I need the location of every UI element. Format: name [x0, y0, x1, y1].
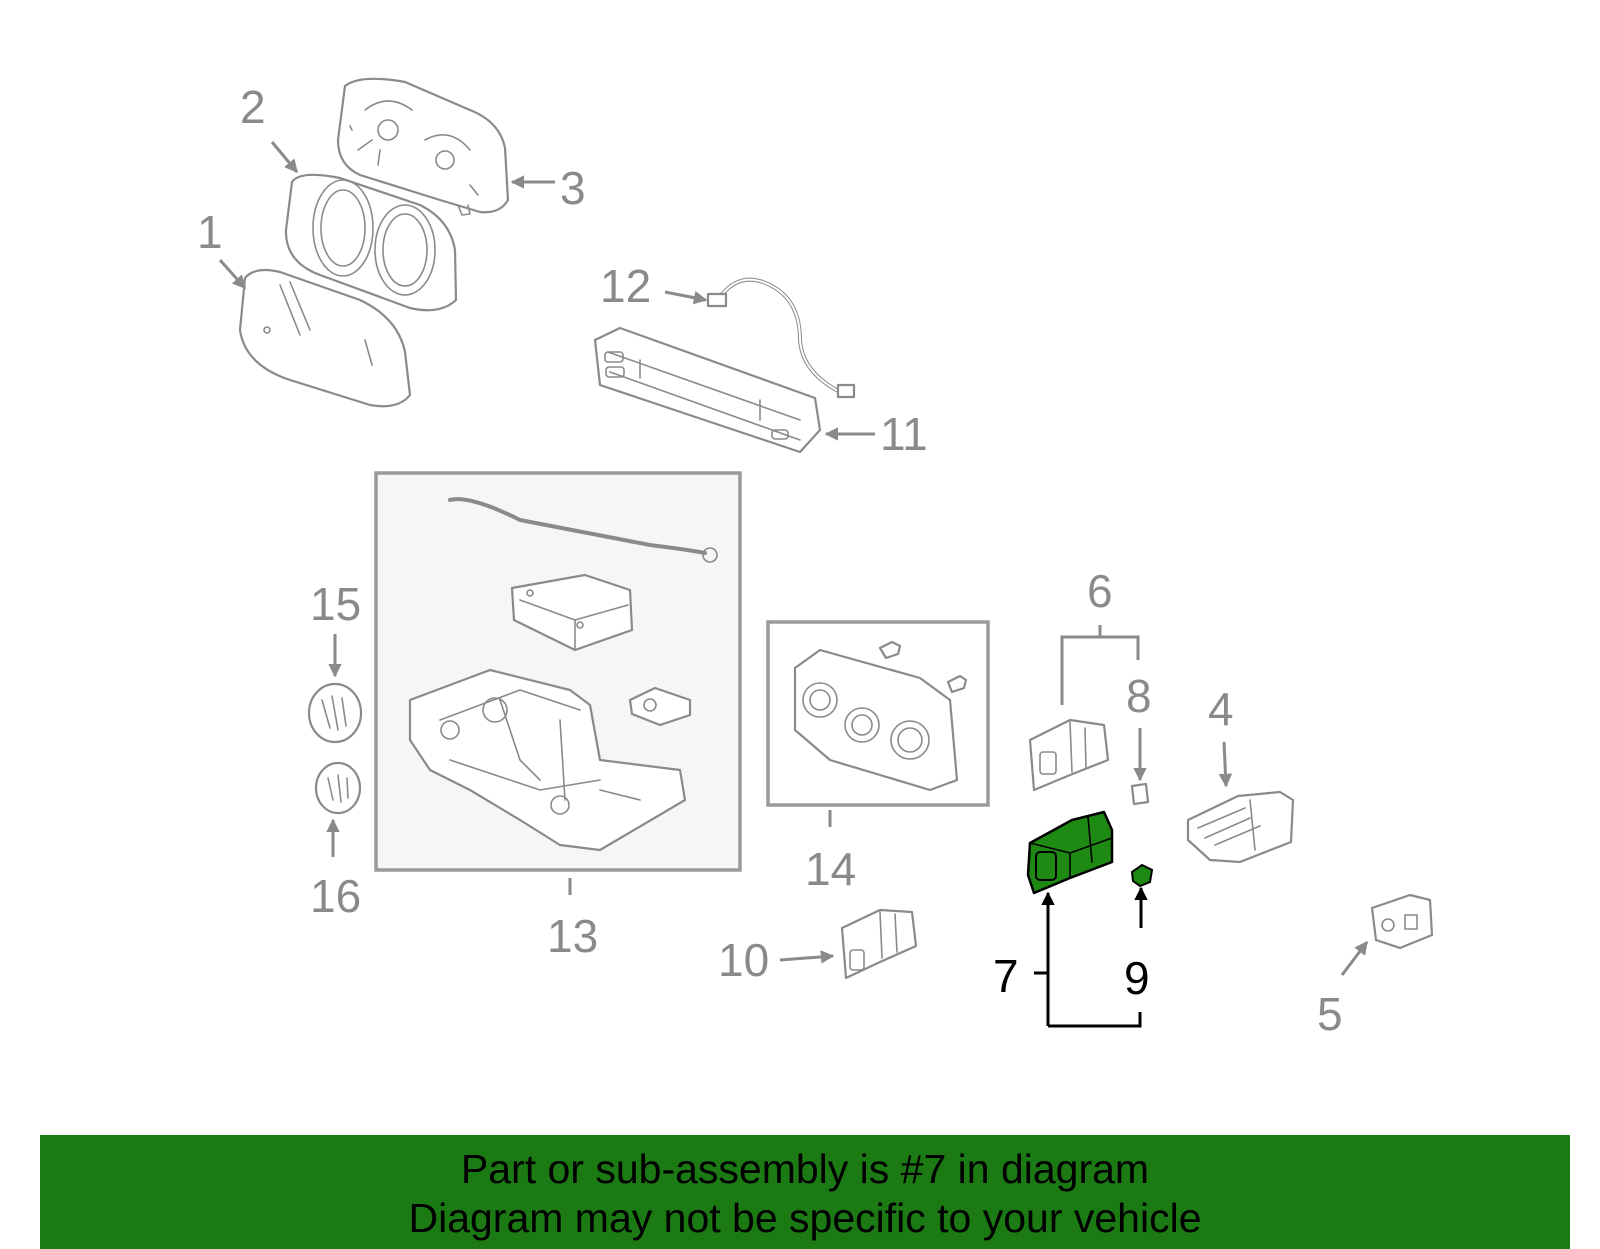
callout-10: 10: [718, 934, 769, 986]
part-4-switch-module[interactable]: [1186, 790, 1295, 864]
part-1-cluster-lens[interactable]: [238, 268, 412, 408]
part-5-connector[interactable]: [1370, 893, 1434, 950]
callout-5: 5: [1317, 988, 1343, 1040]
callout-4: 4: [1208, 683, 1234, 735]
part-15-knob[interactable]: [307, 682, 363, 744]
info-banner: Part or sub-assembly is #7 in diagram Di…: [40, 1135, 1570, 1249]
callout-2: 2: [240, 81, 266, 133]
part-12-wiring-harness[interactable]: [706, 277, 856, 399]
part-14-control-panel[interactable]: [793, 640, 968, 792]
callout-3: 3: [560, 162, 586, 214]
part-9-clip-highlighted[interactable]: [1130, 863, 1154, 888]
callout-7: 7: [993, 950, 1019, 1002]
banner-line-1: Part or sub-assembly is #7 in diagram: [460, 1146, 1150, 1192]
callout-15: 15: [310, 578, 361, 630]
part-16-knob[interactable]: [314, 761, 362, 815]
part-13-actuator-assembly[interactable]: [408, 497, 718, 852]
callout-6: 6: [1087, 565, 1113, 617]
callout-12: 12: [600, 260, 651, 312]
callout-1: 1: [197, 206, 223, 258]
callout-8: 8: [1126, 670, 1152, 722]
part-2-cluster-housing[interactable]: [284, 173, 458, 312]
part-11-heater-control-unit[interactable]: [593, 326, 822, 454]
callout-13: 13: [547, 910, 598, 962]
part-8-clip[interactable]: [1130, 782, 1150, 806]
part-10-switch[interactable]: [840, 908, 918, 980]
part-7-switch-highlighted[interactable]: [1026, 810, 1114, 895]
part-6-switch[interactable]: [1028, 718, 1110, 792]
callout-9: 9: [1124, 952, 1150, 1004]
banner-line-2: Diagram may not be specific to your vehi…: [408, 1195, 1202, 1241]
part-3-gauge-assembly[interactable]: [336, 77, 510, 216]
callout-16: 16: [310, 870, 361, 922]
callout-14: 14: [805, 843, 856, 895]
callout-11: 11: [880, 408, 928, 460]
